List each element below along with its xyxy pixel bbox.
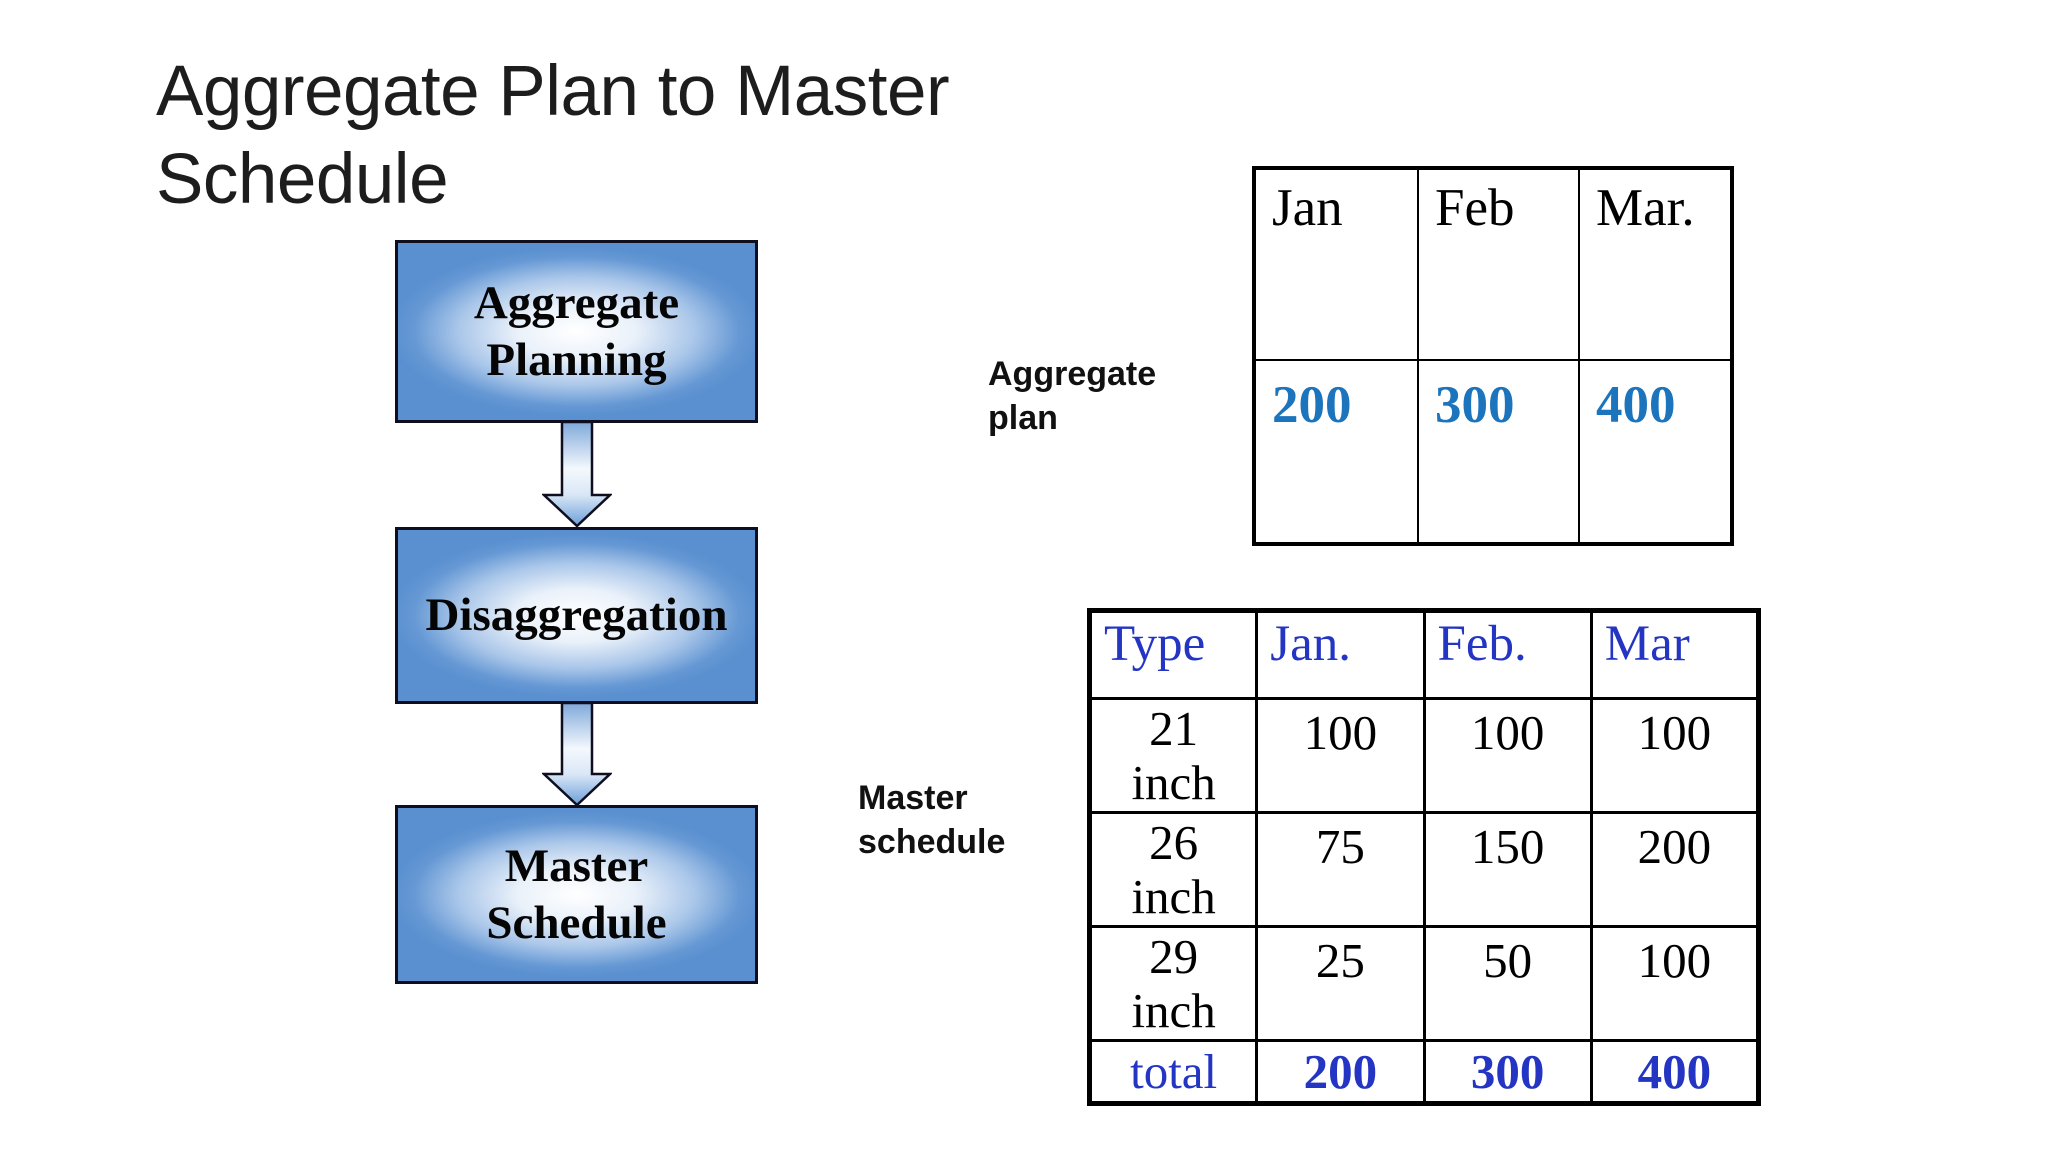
type-line: inch (1131, 755, 1216, 810)
value-cell: 100 (1589, 697, 1761, 814)
box-label-line: Disaggregation (425, 589, 728, 642)
down-arrow-icon (542, 421, 612, 527)
page-title-line-1: Aggregate Plan to Master (156, 52, 950, 131)
table-row-total: total 200 300 400 (1087, 1039, 1761, 1105)
master-schedule-label: Master schedule (858, 776, 1005, 864)
table-row-26-inch: 26 inch 75 150 200 (1087, 811, 1761, 928)
table-row-21-inch: 21 inch 100 100 100 (1087, 697, 1761, 814)
header-cell-mar: Mar. (1578, 167, 1733, 361)
box-label-line: Aggregate (473, 277, 680, 330)
value-cell: 50 (1422, 925, 1593, 1042)
value-cell: 75 (1255, 811, 1426, 928)
type-line: 26 (1149, 815, 1199, 870)
aggregate-plan-label-line: plan (988, 399, 1058, 437)
value-cell: 100 (1589, 925, 1761, 1042)
header-cell-jan: Jan. (1255, 609, 1426, 700)
total-label-cell: total (1087, 1039, 1259, 1105)
master-schedule-label-line: schedule (858, 823, 1006, 861)
header-cell-feb: Feb. (1422, 609, 1593, 700)
table-row: 200 300 400 (1253, 359, 1733, 545)
value-cell-mar: 400 (1578, 359, 1733, 545)
flowchart-box-label: Disaggregation (425, 587, 727, 643)
master-schedule-label-line: Master (858, 779, 968, 817)
type-cell: 21 inch (1087, 697, 1259, 814)
value-cell: 25 (1255, 925, 1426, 1042)
value-cell: 100 (1255, 697, 1426, 814)
value-cell-jan: 200 (1253, 359, 1419, 545)
table-header-row: Type Jan. Feb. Mar (1087, 609, 1761, 700)
flowchart-box-master-schedule: Master Schedule (395, 805, 758, 984)
type-line: 21 (1149, 701, 1199, 756)
aggregate-plan-label: Aggregate plan (988, 352, 1156, 440)
type-cell: 26 inch (1087, 811, 1259, 928)
page-title-line-2: Schedule (156, 140, 449, 219)
value-cell: 200 (1589, 811, 1761, 928)
table-header-row: Jan Feb Mar. (1253, 167, 1733, 361)
type-line: inch (1131, 983, 1216, 1038)
total-value-cell: 200 (1255, 1039, 1426, 1105)
header-cell-mar: Mar (1589, 609, 1761, 700)
down-arrow-icon (542, 702, 612, 806)
flowchart-box-label: Master Schedule (486, 838, 666, 951)
box-label-line: Planning (486, 333, 667, 386)
master-schedule-table: Type Jan. Feb. Mar 21 inch 100 100 100 2… (1087, 608, 1761, 1106)
page-title: Aggregate Plan to Master Schedule (156, 48, 950, 224)
type-cell: 29 inch (1087, 925, 1259, 1042)
value-cell-feb: 300 (1417, 359, 1580, 545)
value-cell: 150 (1422, 811, 1593, 928)
aggregate-plan-table: Jan Feb Mar. 200 300 400 (1252, 166, 1734, 546)
total-value-cell: 400 (1589, 1039, 1761, 1105)
header-cell-type: Type (1087, 609, 1259, 700)
total-value-cell: 300 (1422, 1039, 1593, 1105)
box-label-line: Schedule (486, 896, 667, 949)
value-cell: 100 (1422, 697, 1593, 814)
type-line: inch (1131, 869, 1216, 924)
aggregate-plan-label-line: Aggregate (988, 355, 1157, 393)
table-row-29-inch: 29 inch 25 50 100 (1087, 925, 1761, 1042)
flowchart-box-aggregate-planning: Aggregate Planning (395, 240, 758, 423)
header-cell-jan: Jan (1253, 167, 1419, 361)
type-line: 29 (1149, 929, 1199, 984)
flowchart-box-disaggregation: Disaggregation (395, 527, 758, 704)
flowchart-box-label: Aggregate Planning (474, 275, 679, 388)
box-label-line: Master (504, 840, 649, 893)
header-cell-feb: Feb (1417, 167, 1580, 361)
